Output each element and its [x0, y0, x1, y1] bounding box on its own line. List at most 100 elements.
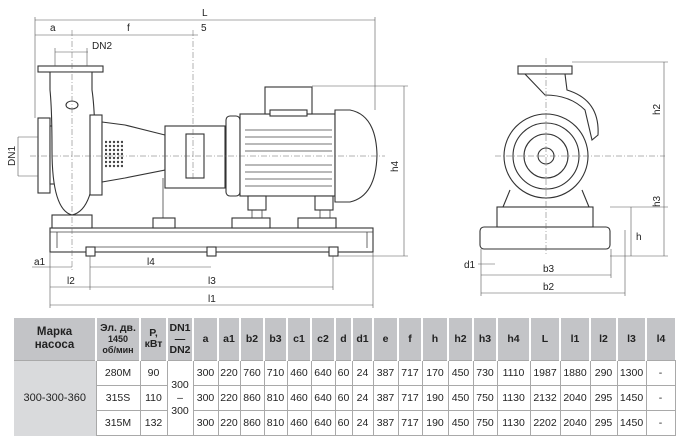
cell-dim: 1880	[559, 360, 591, 386]
cell-dim: 24	[351, 360, 374, 386]
header-dim: h2	[447, 318, 473, 361]
side-view: h2 h3 h d1 b3 b2	[464, 58, 668, 296]
cell-dim: 460	[286, 360, 312, 386]
cell-dim: 60	[334, 385, 353, 411]
header-dim: a1	[217, 318, 240, 361]
pump-dimension-drawing: L a f 5 DN2 DN1 h4 a1 l2 l4 l3 l1	[7, 8, 668, 308]
cell-dim: 640	[310, 410, 336, 436]
dim-label-a: a	[50, 23, 56, 34]
cell-power: 110	[139, 385, 168, 411]
cell-dim: 1450	[616, 410, 647, 436]
header-dim: b3	[263, 318, 287, 361]
dim-label-a1: a1	[34, 257, 46, 268]
cell-dim: 2202	[529, 410, 561, 436]
cell-dim: -	[645, 360, 676, 386]
cell-dim: 295	[589, 410, 618, 436]
header-dim: l2	[589, 318, 617, 361]
cell-dim: 300	[192, 385, 219, 411]
header-dim: d1	[351, 318, 373, 361]
cell-dim: 300	[192, 360, 219, 386]
cell-dim: 170	[421, 360, 449, 386]
cell-dim: 810	[263, 385, 288, 411]
motor-fins	[245, 129, 332, 187]
cell-dim: 710	[263, 360, 288, 386]
dim-label-l2: l2	[67, 276, 75, 287]
cell-dim: 290	[589, 360, 618, 386]
cell-dim: 2132	[529, 385, 561, 411]
header-power: P,кВт	[139, 318, 167, 361]
dim-label-l3: l3	[208, 276, 216, 287]
cell-dim: 220	[217, 385, 241, 411]
header-dim: c1	[286, 318, 311, 361]
dim-label-h2: h2	[652, 103, 663, 115]
header-dim: l1	[559, 318, 590, 361]
cell-dim: 300	[192, 410, 219, 436]
cell-dim: 387	[372, 410, 399, 436]
cell-dim: 717	[397, 360, 423, 386]
cell-dn-part: –	[177, 391, 183, 404]
cell-power: 90	[139, 360, 168, 386]
header-dim: h4	[496, 318, 530, 361]
dim-label-l4: l4	[147, 257, 155, 268]
cell-dn-part: 300	[171, 378, 189, 391]
dim-label-h4: h4	[390, 160, 401, 172]
cell-dim: 1300	[616, 360, 647, 386]
cell-model: 300-300-360	[14, 360, 96, 436]
cell-dim: 220	[217, 410, 241, 436]
cell-motor: 315S	[95, 385, 141, 411]
cell-dim: 190	[421, 410, 449, 436]
cell-motor: 280M	[95, 360, 141, 386]
cell-dim: 1450	[616, 385, 647, 411]
cell-power: 132	[139, 410, 168, 436]
cell-dim: 640	[310, 385, 336, 411]
cell-dim: 2040	[559, 410, 591, 436]
dim-label-h: h	[636, 232, 642, 243]
cell-dim: 190	[421, 385, 449, 411]
header-dim: e	[372, 318, 398, 361]
cell-dim: 24	[351, 385, 374, 411]
cell-dim: 220	[217, 360, 241, 386]
cell-dim: 750	[472, 385, 498, 411]
cell-dim: 750	[472, 410, 498, 436]
cell-dim: 387	[372, 360, 399, 386]
dim-label-l1: l1	[208, 294, 216, 305]
cell-dim: 717	[397, 410, 423, 436]
cell-dim: 730	[472, 360, 498, 386]
cell-dim: 24	[351, 410, 374, 436]
cell-dim: -	[645, 410, 676, 436]
cell-dim: 860	[239, 410, 265, 436]
dim-label-L: L	[202, 8, 208, 19]
cell-dim: 640	[310, 360, 336, 386]
bracket-vent-pattern	[105, 140, 123, 168]
front-view: L a f 5 DN2 DN1 h4 a1 l2 l4 l3 l1	[7, 8, 408, 308]
cell-dim: 860	[239, 385, 265, 411]
cell-dim: 450	[447, 360, 474, 386]
cell-dim: 1987	[529, 360, 561, 386]
cell-dim: 450	[447, 385, 474, 411]
dim-label-DN2: DN2	[92, 41, 112, 52]
dim-label-d1: d1	[464, 260, 476, 271]
dim-label-f: f	[127, 23, 130, 34]
cell-dim: 810	[263, 410, 288, 436]
header-dim: l3	[616, 318, 646, 361]
header-dim: L	[529, 318, 560, 361]
cell-dim: 60	[334, 360, 353, 386]
header-dim: c2	[310, 318, 335, 361]
header-dim: b2	[239, 318, 264, 361]
header-dim: a	[192, 318, 218, 361]
cell-dim: 387	[372, 385, 399, 411]
cell-dim: -	[645, 385, 676, 411]
header-dim: f	[397, 318, 422, 361]
cell-dim: 295	[589, 385, 618, 411]
cell-dn: 300–300	[166, 360, 194, 436]
cell-dim: 1110	[496, 360, 531, 386]
header-dn: DN1—DN2	[166, 318, 193, 361]
cell-dim: 1130	[496, 410, 531, 436]
